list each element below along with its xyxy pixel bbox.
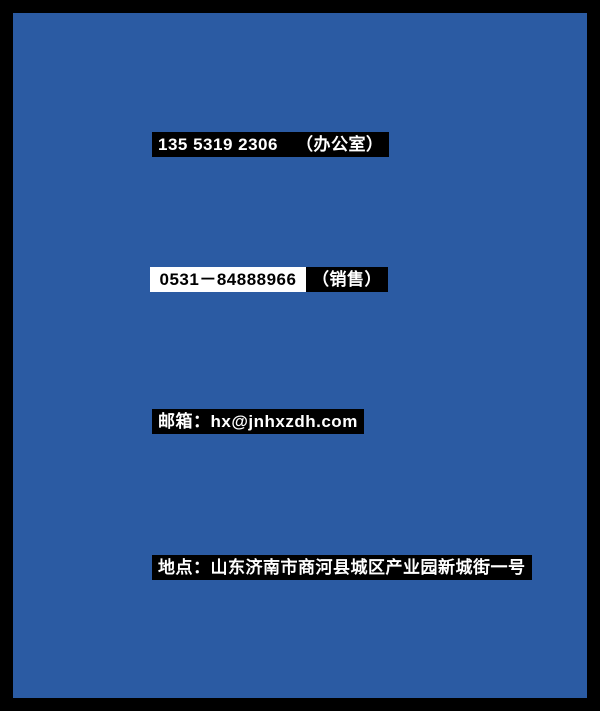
contact-panel: 135 5319 2306 （办公室） 0531－84888966 （销售） 邮箱：… <box>13 13 587 698</box>
address-row: 地点：山东济南市商河县城区产业园新城街一号 <box>152 555 532 580</box>
office-phone-label: （办公室） <box>295 135 384 154</box>
email-text: 邮箱：hx@jnhxzdh.com <box>152 409 364 434</box>
sales-phone-label: （销售） <box>306 267 388 292</box>
office-phone-strip: 135 5319 2306 （办公室） <box>152 132 390 157</box>
office-phone-row: 135 5319 2306 （办公室） <box>152 132 390 157</box>
email-row: 邮箱：hx@jnhxzdh.com <box>152 409 364 434</box>
address-text: 地点：山东济南市商河县城区产业园新城街一号 <box>152 555 532 580</box>
sales-phone-box: 0531－84888966 <box>150 267 306 292</box>
sales-phone-row: 0531－84888966 （销售） <box>150 267 388 292</box>
office-phone-number: 135 5319 2306 <box>158 135 278 154</box>
sales-phone-number: 0531－84888966 <box>159 270 297 289</box>
